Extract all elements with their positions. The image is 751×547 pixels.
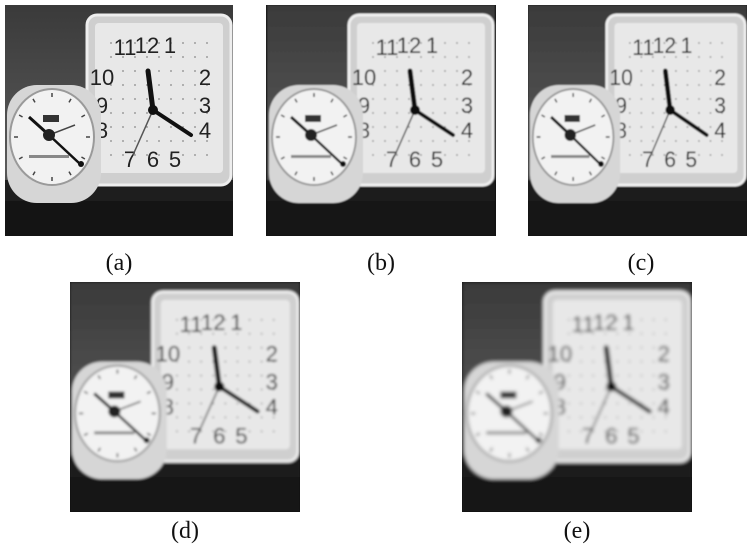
- caption-d: (d): [171, 518, 199, 544]
- svg-text:6: 6: [605, 423, 617, 448]
- svg-text:7: 7: [642, 147, 654, 172]
- svg-text:1: 1: [230, 310, 242, 335]
- svg-text:1: 1: [164, 33, 176, 58]
- svg-text:8: 8: [615, 118, 627, 143]
- svg-text:3: 3: [199, 93, 211, 118]
- caption-b: (b): [367, 250, 395, 276]
- svg-text:9: 9: [615, 93, 627, 118]
- caption-c: (c): [627, 250, 655, 276]
- svg-text:3: 3: [658, 370, 670, 395]
- svg-text:10: 10: [609, 65, 633, 90]
- svg-text:1: 1: [681, 33, 693, 58]
- svg-text:4: 4: [461, 118, 473, 143]
- svg-text:3: 3: [266, 370, 278, 395]
- svg-text:1: 1: [426, 33, 438, 58]
- svg-text:6: 6: [664, 147, 676, 172]
- svg-text:11: 11: [180, 312, 203, 337]
- svg-text:10: 10: [352, 65, 376, 90]
- svg-text:11: 11: [632, 35, 654, 60]
- svg-text:3: 3: [714, 93, 726, 118]
- svg-text:11: 11: [114, 35, 137, 60]
- svg-text:4: 4: [714, 118, 726, 143]
- svg-text:6: 6: [213, 423, 225, 448]
- svg-text:5: 5: [627, 423, 639, 448]
- svg-text:10: 10: [548, 342, 573, 367]
- svg-text:5: 5: [235, 423, 247, 448]
- svg-text:4: 4: [199, 118, 211, 143]
- svg-text:11: 11: [572, 312, 595, 337]
- svg-text:2: 2: [266, 342, 278, 367]
- svg-text:6: 6: [409, 147, 421, 172]
- svg-text:10: 10: [156, 342, 181, 367]
- svg-text:12: 12: [201, 310, 226, 335]
- svg-text:5: 5: [431, 147, 443, 172]
- caption-a: (a): [105, 250, 133, 276]
- svg-text:2: 2: [658, 342, 670, 367]
- svg-text:4: 4: [658, 395, 670, 420]
- svg-text:2: 2: [199, 65, 211, 90]
- svg-text:12: 12: [593, 310, 618, 335]
- svg-text:4: 4: [266, 395, 278, 420]
- svg-text:2: 2: [461, 65, 473, 90]
- svg-text:12: 12: [135, 33, 159, 58]
- svg-text:2: 2: [714, 65, 726, 90]
- svg-text:5: 5: [169, 147, 181, 172]
- svg-text:5: 5: [685, 147, 697, 172]
- svg-text:10: 10: [90, 65, 114, 90]
- svg-text:1: 1: [622, 310, 634, 335]
- svg-text:11: 11: [376, 35, 399, 60]
- svg-text:12: 12: [653, 33, 676, 58]
- svg-text:3: 3: [461, 93, 473, 118]
- caption-e: (e): [563, 518, 591, 544]
- svg-text:12: 12: [397, 33, 421, 58]
- svg-text:6: 6: [147, 147, 159, 172]
